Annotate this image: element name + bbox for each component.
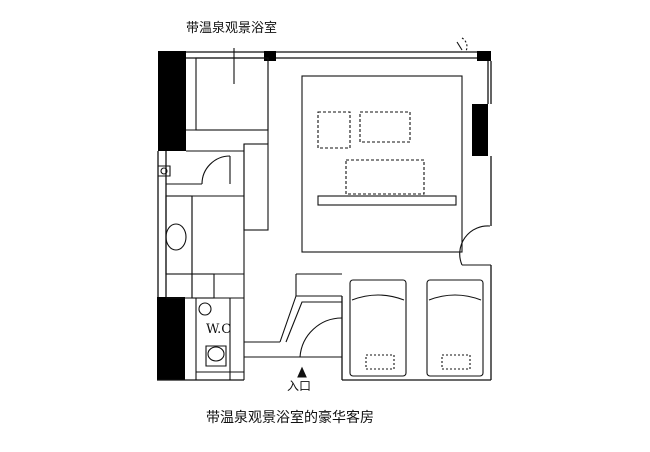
twin-beds bbox=[349, 279, 484, 377]
wc-room bbox=[195, 298, 245, 380]
entrance-label: 入口 bbox=[287, 379, 312, 393]
wc-label: W.C bbox=[206, 322, 232, 337]
outer-walls bbox=[157, 51, 491, 380]
bath-label: 带温泉观景浴室 bbox=[186, 21, 278, 36]
entrance bbox=[244, 273, 343, 378]
bedroom-furniture bbox=[301, 37, 491, 266]
bath-area bbox=[158, 48, 269, 299]
caption: 带温泉观景浴室的豪华客房 bbox=[206, 410, 374, 426]
